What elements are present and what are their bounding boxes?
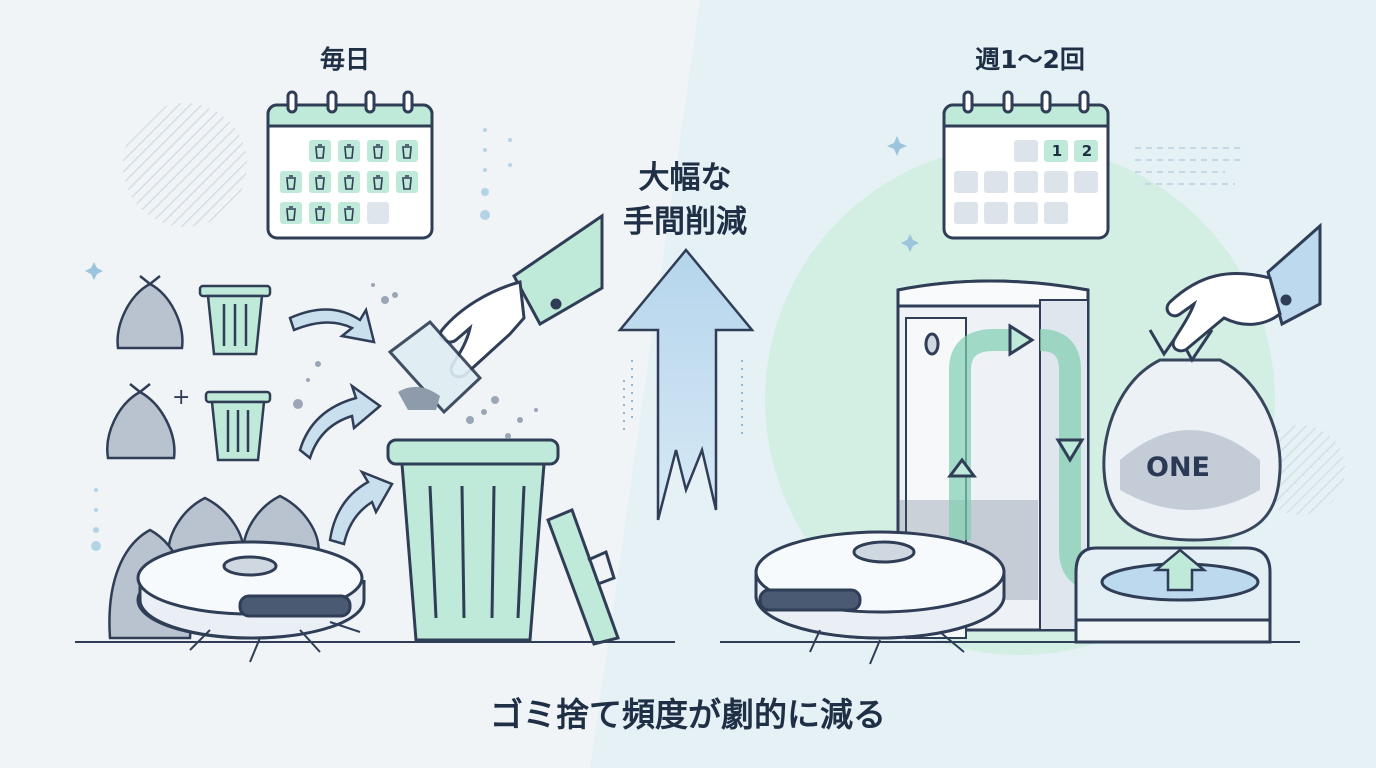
calendar-cell (1044, 140, 1068, 162)
calendar-mark-2: 2 (1081, 142, 1093, 160)
trash-icon (309, 171, 331, 193)
trash-icon-glyph (315, 206, 325, 221)
bag-label: ONE (1146, 452, 1210, 483)
calendar-cell (367, 202, 389, 224)
trash-icon-glyph (315, 144, 325, 159)
trash-icon (280, 202, 302, 224)
trash-icon (309, 202, 331, 224)
trash-icon-glyph (344, 206, 354, 221)
trash-icon-glyph (402, 144, 412, 159)
dot-trail (91, 128, 512, 551)
calendar-cell (1044, 202, 1068, 224)
calendar-cell (1014, 171, 1038, 193)
trash-icon-large (386, 438, 620, 646)
sparkle-icon (85, 136, 919, 280)
center-label-line2: 手間削減 (623, 204, 747, 240)
hand-icon (387, 213, 604, 415)
trash-icon-glyph (315, 175, 325, 190)
hatch-circle (123, 103, 247, 227)
left-title: 毎日 (319, 45, 370, 74)
trash-icon (280, 171, 302, 193)
right-title: 週1〜2回 (975, 45, 1085, 74)
calendar-cell (984, 202, 1008, 224)
trash-icon-glyph (286, 175, 296, 190)
trash-icon (367, 140, 389, 162)
calendar-cell (954, 202, 978, 224)
trash-icon (338, 140, 360, 162)
trash-icon-glyph (344, 175, 354, 190)
trash-icon (338, 202, 360, 224)
up-arrow-icon (617, 248, 755, 521)
calendar-cell (1014, 202, 1038, 224)
trash-icon-glyph (373, 144, 383, 159)
trash-icon-glyph (373, 175, 383, 190)
calendar-cell (984, 171, 1008, 193)
bag-tray (1074, 546, 1272, 644)
robot-vacuum-icon-right (754, 530, 1006, 665)
calendar-grid (280, 140, 418, 224)
calendar-cell (1044, 171, 1068, 193)
trash-icon (198, 284, 272, 462)
trash-icon (396, 171, 418, 193)
plus-sign: + (172, 385, 190, 410)
calendar-grid-right (954, 140, 1098, 224)
hand-icon-right (1165, 222, 1322, 353)
robot-vacuum-icon (136, 540, 366, 663)
trash-icon-glyph (286, 206, 296, 221)
deco-lines (1135, 147, 1240, 185)
debris (293, 283, 538, 439)
calendar-cell (954, 171, 978, 193)
garbage-bag-icon-right (1102, 329, 1282, 542)
trash-icon (338, 171, 360, 193)
calendar-mark-1: 1 (1051, 142, 1063, 160)
calendar-cell (1074, 140, 1098, 162)
bottom-caption: ゴミ捨て頻度が劇的に減る (490, 695, 886, 734)
trash-icon (309, 140, 331, 162)
trash-icon-glyph (402, 175, 412, 190)
calendar-cell (1014, 140, 1038, 162)
trash-icon (396, 140, 418, 162)
center-label-line1: 大幅な (638, 160, 732, 196)
calendar-cell (1074, 171, 1098, 193)
trash-icon-glyph (344, 144, 354, 159)
trash-icon (367, 171, 389, 193)
flow-arrow-icon (288, 306, 394, 546)
